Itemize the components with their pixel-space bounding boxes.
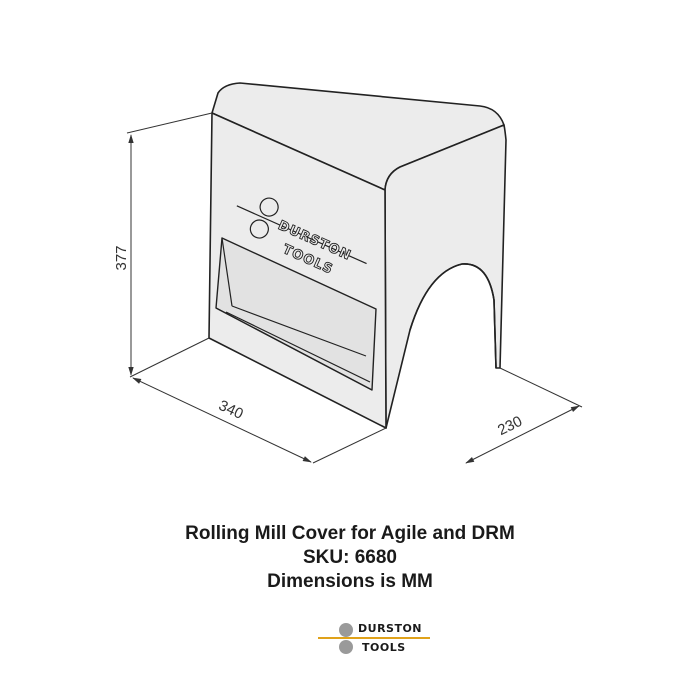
- front-logo-line: [236, 205, 367, 265]
- front-logo-circle-bottom: [249, 219, 269, 239]
- depth-dimension-line: [465, 405, 580, 464]
- brand-logo: [318, 623, 430, 654]
- brand-logo-circle-top: [339, 623, 353, 637]
- caption-title: Rolling Mill Cover for Agile and DRM: [185, 523, 515, 544]
- extension-line-bottom: [129, 337, 210, 378]
- width-dimension-line: [132, 377, 312, 463]
- caption-units: Dimensions is MM: [267, 571, 433, 592]
- extension-line-back-corner: [499, 367, 583, 408]
- front-logo-circle-top: [259, 197, 279, 217]
- cover-side-arch: [409, 263, 497, 369]
- brand-logo-text-tools: TOOLS: [362, 641, 406, 654]
- cover-front-slot-lip: [215, 237, 373, 391]
- extension-line-top: [126, 112, 213, 134]
- caption-sku: SKU: 6680: [303, 547, 397, 568]
- cover-side-face: [384, 124, 507, 429]
- extension-line-front-corner: [312, 427, 387, 464]
- brand-logo-circle-bottom: [339, 640, 353, 654]
- brand-logo-text-durston: DURSTON: [358, 622, 423, 635]
- height-dimension-label: 377: [113, 245, 130, 270]
- extension-lines: [126, 112, 583, 464]
